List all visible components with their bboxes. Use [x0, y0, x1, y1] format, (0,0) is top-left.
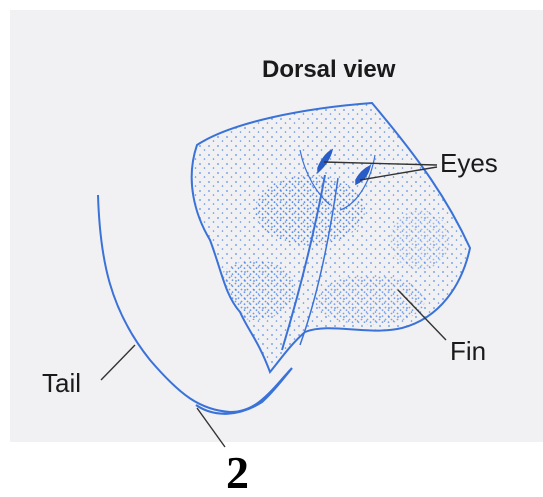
fin-label: Fin — [450, 338, 486, 364]
tail-label: Tail — [42, 370, 81, 396]
diagram-title: Dorsal view — [262, 58, 395, 82]
figure-number: 2 — [226, 450, 249, 496]
eyes-label: Eyes — [440, 150, 498, 176]
